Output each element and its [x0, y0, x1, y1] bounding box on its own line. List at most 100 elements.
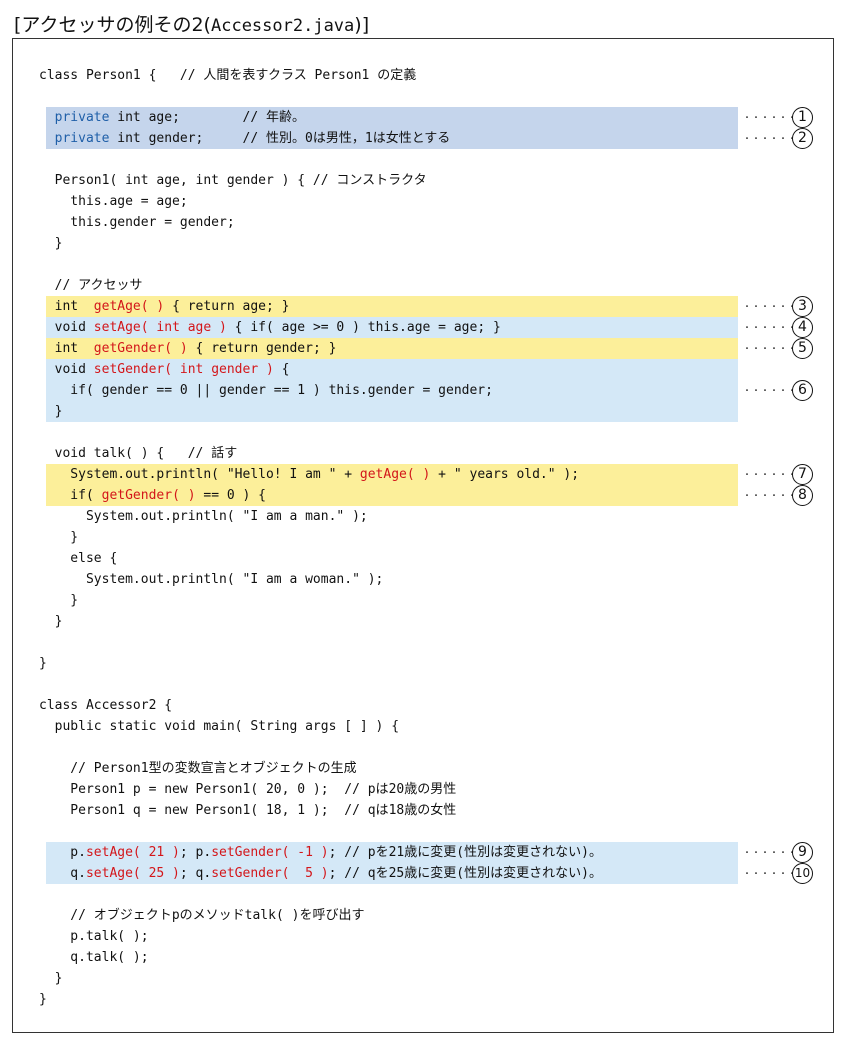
code-line: System.out.println( "Hello! I am " + get… [39, 464, 579, 485]
marker-leader-dots: ・・・・・・ [743, 113, 797, 122]
code-text: 性別は変更されない [464, 845, 582, 860]
highlight-p-setters [46, 842, 738, 863]
code-text: 年齢。 [266, 110, 306, 125]
code-text: ) [581, 866, 589, 881]
code-text: class Person1 { // [39, 68, 204, 83]
code-method-call: getAge( ) [359, 467, 431, 482]
code-text: int [39, 299, 94, 314]
code-text [39, 110, 55, 125]
code-text: は [375, 803, 389, 818]
code-line: // オブジェクトpのメソッドtalk( )を呼び出す [39, 905, 364, 926]
code-text: ; // p [328, 845, 376, 860]
marker-leader-dots: ・・・・・・ [743, 134, 797, 143]
code-text: ; p. [179, 845, 212, 860]
code-text: void [39, 320, 94, 335]
code-line: Person1 q = new Person1( 18, 1 ); // qは1… [39, 800, 456, 821]
marker-circled-number: 5 [792, 338, 813, 359]
code-line: if( gender == 0 || gender == 1 ) this.ge… [39, 380, 493, 401]
code-method-call: setAge( 21 ) [85, 845, 180, 860]
code-text: void talk( ) { // [39, 446, 212, 461]
marker-circled-number: 1 [792, 107, 813, 128]
code-text: を [375, 866, 389, 881]
marker-leader-dots: ・・・・・・ [743, 302, 797, 311]
code-line: else { [39, 548, 117, 569]
code-text: } [39, 656, 47, 671]
highlight-q-setters [46, 863, 738, 884]
code-text: System.out.println( "I am a man." ); [39, 509, 368, 524]
code-method-call: setGender( int gender ) [93, 362, 274, 377]
code-text: 性別は変更されない [464, 866, 582, 881]
code-text: else { [39, 551, 118, 566]
code-line: p.talk( ); [39, 926, 149, 947]
code-method-call: setAge( int age ) [93, 320, 227, 335]
marker-leader-dots: ・・・・・・ [743, 470, 797, 479]
code-text: 歳に変更 [404, 845, 457, 860]
code-text: p.talk( ); [39, 929, 149, 944]
highlight-age-field [46, 107, 738, 128]
code-method-call: setGender( 5 ) [211, 866, 329, 881]
code-text: 25 [388, 866, 405, 881]
code-text: 0 [305, 131, 313, 146]
code-text: 21 [388, 845, 405, 860]
highlight-println-getage [46, 464, 738, 485]
code-line: } [39, 527, 78, 548]
code-text: 18 [388, 803, 405, 818]
code-line: int getGender( ) { return gender; } [39, 338, 337, 359]
code-text: // [39, 908, 94, 923]
marker-leader-dots: ・・・・・・ [743, 848, 797, 857]
code-text: this.age = age; [39, 194, 188, 209]
code-text: の定義 [377, 68, 417, 83]
code-method-call: setGender( -1 ) [211, 845, 329, 860]
code-line: void talk( ) { // 話す [39, 443, 238, 464]
code-keyword: private [54, 131, 110, 146]
code-text: ; // q [328, 866, 376, 881]
code-text: } [39, 971, 63, 986]
code-text: talk( ) [244, 908, 300, 923]
code-keyword: private [54, 110, 110, 125]
code-text: オブジェクト [93, 908, 172, 923]
code-text: q. [39, 866, 86, 881]
marker-leader-dots: ・・・・・・ [743, 869, 797, 878]
code-text: } [39, 593, 79, 608]
code-text: 歳の男性 [404, 782, 457, 797]
code-text: this.gender = gender; [39, 215, 235, 230]
code-text: class Accessor2 { [39, 698, 173, 713]
code-text: 1 [364, 131, 373, 146]
code-line: class Person1 { // 人間を表すクラス Person1 の定義 [39, 65, 416, 86]
code-text: void [39, 362, 94, 377]
code-text: ; q. [179, 866, 212, 881]
caption-suffix: )] [354, 14, 370, 36]
code-text: を [375, 845, 389, 860]
code-text: 性別。 [266, 131, 306, 146]
code-line: this.gender = gender; [39, 212, 235, 233]
code-text: int age; // [109, 110, 266, 125]
code-line: System.out.println( "I am a woman." ); [39, 569, 383, 590]
code-text: System.out.println( "Hello! I am " + [39, 467, 360, 482]
marker-circled-number: 3 [792, 296, 813, 317]
marker-leader-dots: ・・・・・・ [743, 491, 797, 500]
code-text: p. [39, 845, 86, 860]
code-line: Person1( int age, int gender ) { // コンスト… [39, 170, 427, 191]
caption-filename: Accessor2.java [210, 16, 355, 36]
code-line: this.age = age; [39, 191, 188, 212]
code-text: は [375, 782, 389, 797]
marker-circled-number: 4 [792, 317, 813, 338]
code-text: のメソッド [179, 908, 245, 923]
highlight-gender-field [46, 128, 738, 149]
highlight-setage [46, 317, 738, 338]
code-text: } [39, 614, 63, 629]
caption-text: アクセッサの例その2( [21, 14, 211, 36]
code-text: if( gender == 0 || gender == 1 ) this.ge… [39, 383, 493, 398]
code-text: 歳の女性 [404, 803, 457, 818]
code-text: + " years old." ); [430, 467, 580, 482]
code-line: public static void main( String args [ ]… [39, 716, 399, 737]
code-line: } [39, 989, 47, 1010]
code-text: ( [456, 845, 465, 860]
code-text: public static void main( String args [ ]… [39, 719, 400, 734]
code-text: } [39, 404, 63, 419]
marker-circled-number: 6 [792, 380, 813, 401]
code-text: Person1 q = new Person1( 18, 1 ); // q [39, 803, 376, 818]
code-text: == 0 ) { [195, 488, 266, 503]
code-text: int [39, 341, 94, 356]
highlight-getgender [46, 338, 738, 359]
